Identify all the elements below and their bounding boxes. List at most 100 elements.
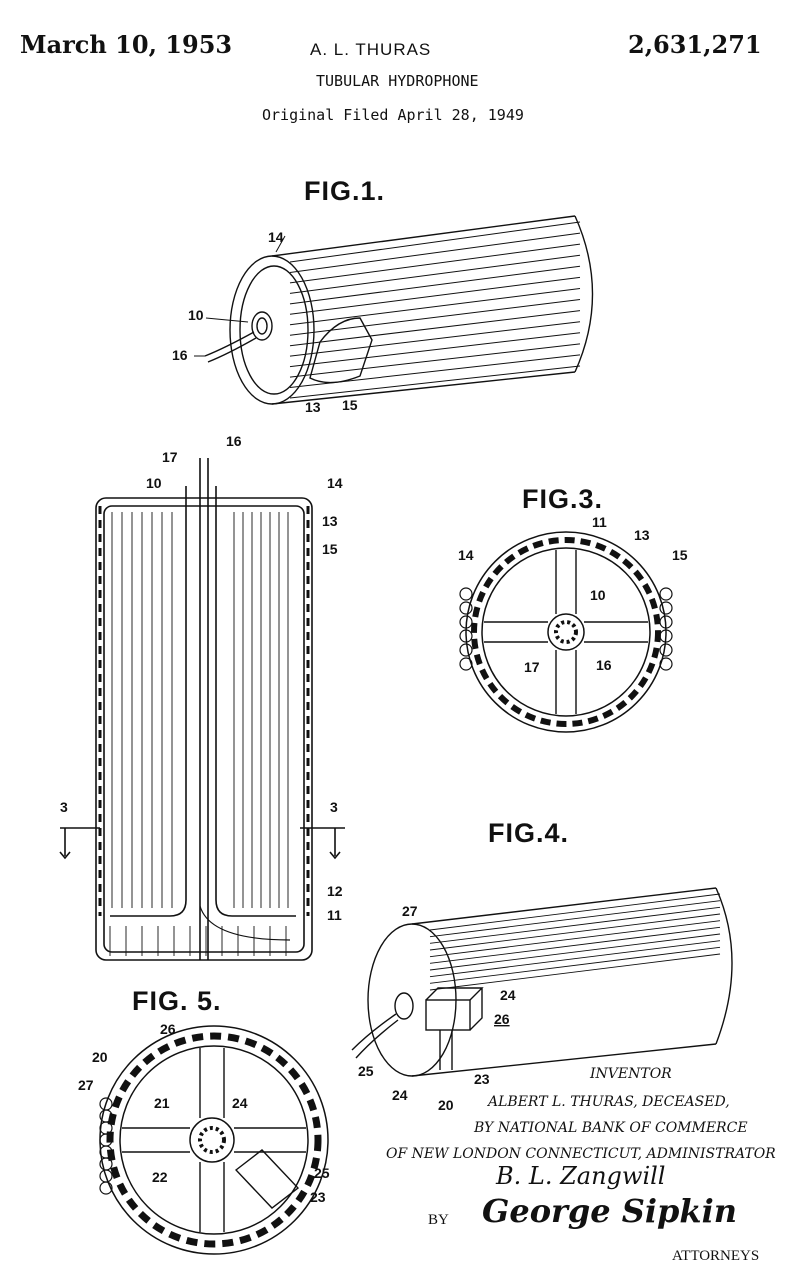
- fig3-ref: 14: [458, 547, 474, 563]
- coil-turn: [459, 587, 473, 601]
- fig2-ref: 16: [226, 433, 242, 449]
- fig5-ref: 22: [152, 1169, 168, 1185]
- drawing-line: [289, 343, 581, 378]
- fig2-ref: 15: [322, 541, 338, 557]
- fig1-ref: 15: [342, 397, 358, 413]
- fig5-ref: 21: [154, 1095, 170, 1111]
- fig3-ref: 10: [590, 587, 606, 603]
- fig4-ref: 24: [392, 1087, 408, 1103]
- coil-turn: [459, 657, 473, 671]
- patent-number: 2,631,271: [628, 30, 762, 59]
- fig5-label: FIG. 5.: [132, 986, 222, 1016]
- drawing-line: [429, 933, 721, 971]
- coil-turn: [659, 657, 673, 671]
- fig5-ref: 26: [160, 1021, 176, 1037]
- coil-turn: [659, 629, 673, 643]
- fig2-ref: 13: [322, 513, 338, 529]
- drawing-line: [289, 221, 581, 263]
- fig5-ref: 20: [92, 1049, 108, 1065]
- fig4-ref: 24: [500, 987, 516, 1003]
- fig1-ref: 14: [268, 229, 284, 245]
- signature-line-2: BY NATIONAL BANK OF COMMERCE: [474, 1120, 748, 1136]
- inventor-name: A. L. THURAS: [310, 40, 432, 59]
- fig3-ref: 15: [672, 547, 688, 563]
- drawing-line: [289, 287, 581, 326]
- drawing-line: [289, 232, 581, 273]
- patent-title: TUBULAR HYDROPHONE: [316, 72, 479, 90]
- attorney-label: ATTORNEYS: [672, 1248, 760, 1264]
- fig4-label: FIG.4.: [488, 818, 570, 848]
- drawing-line: [429, 893, 721, 931]
- fig3-ref: 17: [524, 659, 540, 675]
- drawing-line: [289, 354, 581, 389]
- fig4-ref: 26: [494, 1011, 510, 1027]
- drawing-line: [429, 940, 721, 978]
- drawing-line: [289, 243, 581, 284]
- fig4-ref: 20: [438, 1097, 454, 1113]
- fig3-ref: 11: [592, 514, 607, 530]
- drawing-line: [289, 332, 581, 368]
- coil-turn: [659, 601, 673, 615]
- fig1-ref: 13: [305, 399, 321, 415]
- fig5-ref: 27: [78, 1077, 94, 1093]
- drawing-line: [289, 365, 581, 399]
- drawing-line: [429, 953, 721, 991]
- fig4-ref: 25: [358, 1063, 374, 1079]
- drawing-line: [429, 946, 721, 984]
- patent-date: March 10, 1953: [20, 30, 233, 59]
- drawing-line: [289, 299, 581, 336]
- fig3-ref: 13: [634, 527, 650, 543]
- drawing-line: [429, 926, 721, 964]
- fig2-ref: 3: [60, 799, 68, 815]
- administrator-signature: B. L. Zangwill: [496, 1162, 666, 1190]
- fig1-label: FIG.1.: [304, 176, 386, 206]
- drawing-line: [289, 265, 581, 305]
- fig1-refs: 14 10 16 13 15: [172, 229, 358, 415]
- coil-turn: [459, 601, 473, 615]
- drawing-line: [289, 254, 581, 294]
- fig5-ref: 24: [232, 1095, 248, 1111]
- fig4-refs: 27 24 26 25 24 23 20: [358, 903, 516, 1113]
- fig3-label: FIG.3.: [522, 484, 604, 514]
- fig2-refs: 17 16 10 14 13 15 3 3 12 11: [60, 433, 343, 923]
- fig2-ref: 11: [327, 907, 342, 923]
- coil-turn: [459, 629, 473, 643]
- drawing-line: [429, 900, 721, 938]
- fig2-ref: 14: [327, 475, 343, 491]
- fig5-refs: 26 20 27 21 24 22 25 23: [78, 1021, 330, 1205]
- fig3-refs: 11 13 14 15 10 17 16: [458, 514, 688, 675]
- coil-turn: [659, 615, 673, 629]
- fig2-ref: 3: [330, 799, 338, 815]
- drawing-line: [289, 321, 581, 357]
- fig1-ref: 16: [172, 347, 188, 363]
- drawing-line: [289, 310, 581, 347]
- attorney-signature: George Sipkin: [482, 1192, 737, 1230]
- fig2-ref: 10: [146, 475, 162, 491]
- fig5-ref: 23: [310, 1189, 326, 1205]
- coil-turn: [659, 643, 673, 657]
- fig4-ref: 27: [402, 903, 418, 919]
- fig3-ref: 16: [596, 657, 612, 673]
- fig4-ref: 23: [474, 1071, 490, 1087]
- signature-line-1: ALBERT L. THURAS, DECEASED,: [488, 1094, 730, 1110]
- fig2-ref: 12: [327, 883, 343, 899]
- coil-turn: [459, 643, 473, 657]
- signature-line-3: OF NEW LONDON CONNECTICUT, ADMINISTRATOR: [386, 1146, 776, 1162]
- coil-turn: [99, 1181, 113, 1195]
- coil-turn: [659, 587, 673, 601]
- drawing-line: [429, 913, 721, 951]
- fig5-ref: 25: [314, 1165, 330, 1181]
- coil-turn: [99, 1121, 113, 1135]
- inventor-heading: INVENTOR: [590, 1066, 672, 1082]
- filing-date: Original Filed April 28, 1949: [262, 106, 524, 124]
- drawing-line: [429, 920, 721, 958]
- fig2-ref: 17: [162, 449, 178, 465]
- drawing-line: [429, 906, 721, 944]
- coil-turn: [459, 615, 473, 629]
- by-label: BY: [428, 1212, 449, 1228]
